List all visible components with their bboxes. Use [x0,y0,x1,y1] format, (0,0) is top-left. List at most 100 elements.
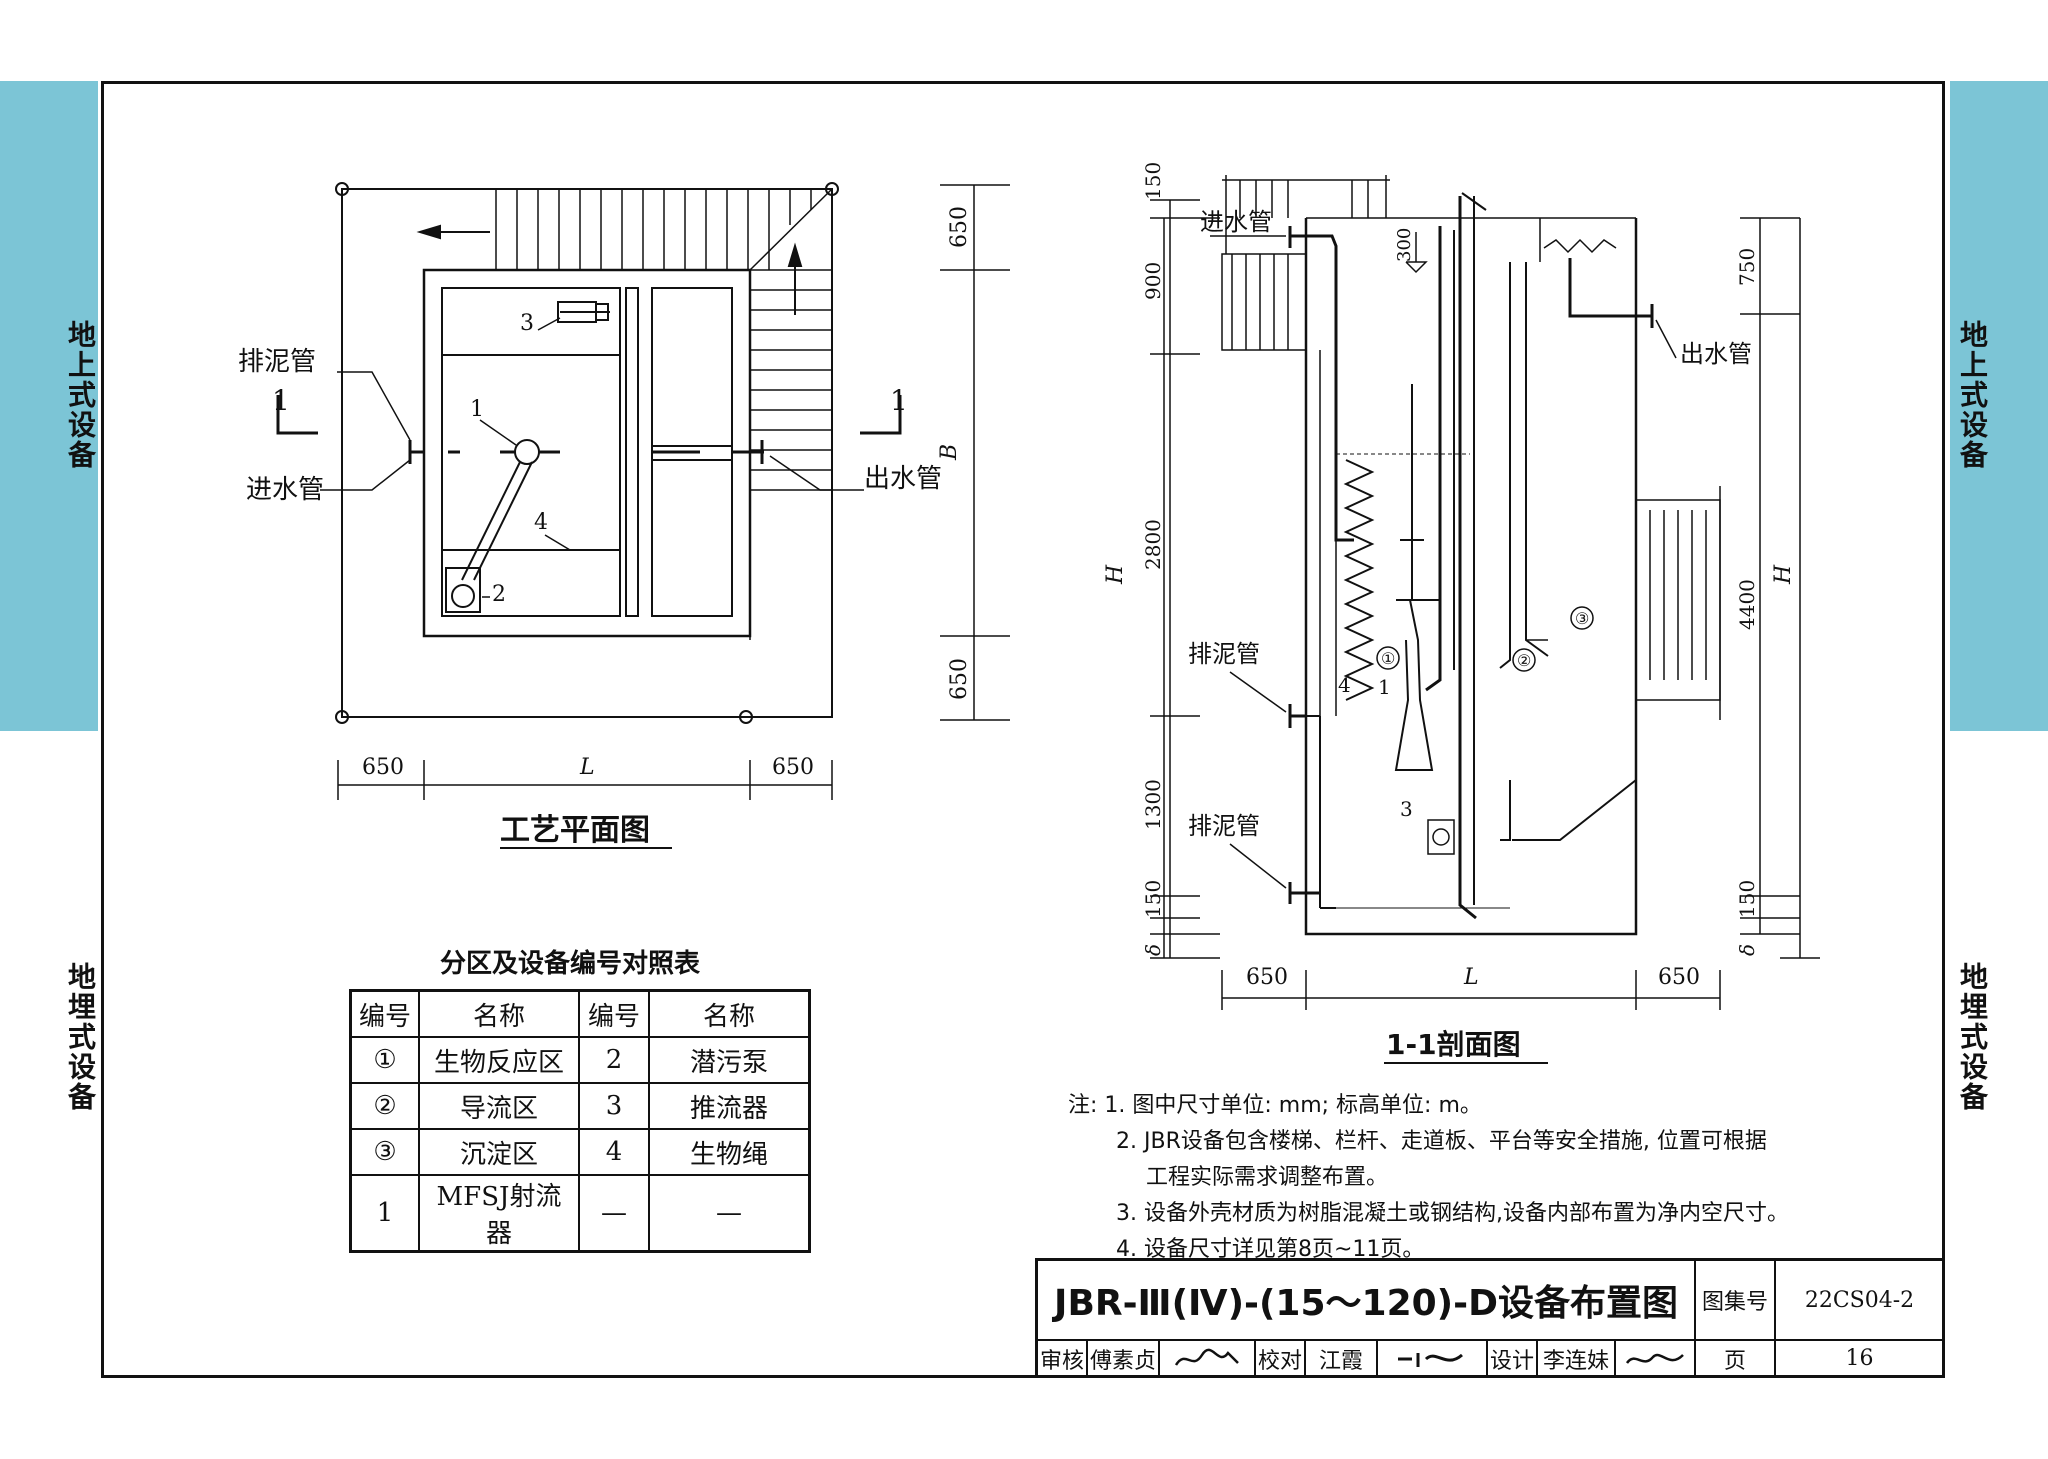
section-sludge-pipe-label-2: 排泥管 [1188,812,1260,840]
signature-image [1398,1352,1463,1367]
section-dim-l: L [1463,965,1479,990]
page-label: 页 [1696,1341,1776,1378]
note-line: 注: 1. 图中尺寸单位: mm; 标高单位: m。 [1068,1093,1482,1118]
plan-dims-right [940,184,1010,721]
section-delta-right: δ [1735,944,1759,956]
section-dim-left-150: 150 [1141,162,1165,200]
section-outlet-pipe [1568,258,1652,318]
stair-arrow-top [416,224,490,240]
table-cell: 生物绳 [648,1128,811,1176]
ref-header-no-2: 编号 [578,989,650,1038]
page-number: 16 [1776,1341,1945,1378]
check-label: 校对 [1256,1341,1306,1378]
reaction-zone [441,287,621,617]
guide-channel [625,287,639,617]
section-dim-300: 300 [1394,228,1415,262]
stair-top [495,188,833,271]
section-dim-left-1300: 1300 [1141,779,1165,830]
table-row: ① 生物反应区 2 潜污泵 [349,1036,811,1084]
table-cell: 2 [578,1036,650,1084]
plan-view [276,182,1010,849]
signature-image [1174,1348,1239,1366]
reviewer-signature [1160,1341,1256,1378]
table-cell: 3 [578,1082,650,1130]
note-line: 3. 设备外壳材质为树脂混凝土或钢结构,设备内部布置为净内空尺寸。 [1116,1201,1789,1226]
ref-table-title: 分区及设备编号对照表 [440,948,701,979]
bio-rope [1343,459,1375,701]
pusher-device [557,301,610,323]
plan-sludge-pipe-label: 排泥管 [238,347,316,377]
section-zone-2: ② [1517,651,1531,670]
plan-callout-1: 1 [470,397,484,422]
section-delta-left: δ [1141,944,1165,956]
right-tab-upper [1950,81,2048,731]
table-row: 1 MFSJ射流器 — — [349,1174,811,1253]
signature-image [1625,1353,1684,1364]
left-platform [1221,175,1390,351]
section-view [1150,175,1820,1064]
left-tab-upper-label: 地上式设备 [64,320,97,470]
note-line: 4. 设备尺寸详见第8页~11页。 [1116,1237,1425,1262]
pump-box [445,567,481,613]
railing-post [739,710,753,724]
section-dim-right-4400: 4400 [1735,579,1759,630]
section-zone-3: ③ [1575,609,1589,628]
designer-signature [1616,1341,1696,1378]
table-row: ② 导流区 3 推流器 [349,1082,811,1130]
table-cell: — [648,1174,811,1253]
designer-name: 李连妹 [1538,1341,1616,1378]
section-dim-left-2800: 2800 [1141,519,1165,570]
right-tab-lower-label: 地埋式设备 [1956,962,1989,1112]
table-cell: 潜污泵 [648,1036,811,1084]
section-dims-bottom [1221,970,1721,1010]
pump-circle [451,584,475,608]
atlas-label: 图集号 [1696,1261,1776,1341]
table-cell: 4 [578,1128,650,1176]
section-dim-bottom-left: 650 [1246,965,1288,990]
notes: 注: 1. 图中尺寸单位: mm; 标高单位: m。 2. JBR设备包含楼梯、… [1068,1088,1789,1268]
section-sludge-pipe-label-1: 排泥管 [1188,640,1260,668]
section-inlet-pipe-label: 进水管 [1200,208,1272,236]
jet-device [514,439,540,465]
table-cell: MFSJ射流器 [418,1174,580,1253]
plan-callout-2: 2 [492,582,506,607]
table-cell: — [578,1174,650,1253]
table-cell: ③ [349,1128,420,1176]
section-pusher [1427,819,1455,855]
left-tab-lower-label: 地埋式设备 [64,962,97,1112]
section-dims-left [1150,199,1220,959]
plan-section-mark-right: 1 [890,384,908,417]
table-cell: ① [349,1036,420,1084]
plan-callout-3: 3 [520,311,534,336]
plan-dim-bottom-left: 650 [362,755,404,780]
table-row: ③ 沉淀区 4 生物绳 [349,1128,811,1176]
drawing-frame [101,81,1945,1378]
table-cell: 1 [349,1174,420,1253]
plan-dims-bottom [337,760,833,800]
atlas-number: 22CS04-2 [1776,1261,1945,1341]
stair-arrow-right [787,242,803,315]
plan-dim-right-bottom: 650 [947,658,972,700]
section-dim-bottom-right: 650 [1658,965,1700,990]
table-cell: 导流区 [418,1082,580,1130]
drawing-title: JBR-Ⅲ(Ⅳ)-(15～120)-D设备布置图 [1038,1261,1696,1341]
plan-outlet-pipe-label: 出水管 [864,464,942,494]
section-h-right: H [1771,564,1796,585]
section-dim-right-150: 150 [1735,880,1759,918]
reviewer-name: 傅素贞 [1088,1341,1160,1378]
plan-dim-b: B [937,444,962,461]
section-outlet-pipe-label: 出水管 [1680,340,1752,368]
checker-signature [1378,1341,1488,1378]
note-line: 工程实际需求调整布置。 [1146,1165,1389,1190]
plan-dim-right-top: 650 [947,206,972,248]
note-line: 2. JBR设备包含楼梯、栏杆、走道板、平台等安全措施, 位置可根据 [1116,1129,1767,1154]
ref-header-name-2: 名称 [648,989,811,1038]
plan-dim-l: L [579,755,595,780]
right-platform [1635,486,1721,720]
section-dim-left-900: 900 [1141,262,1165,300]
section-inlet-pipe [1290,234,1354,542]
section-dim-right-750: 750 [1735,248,1759,286]
ref-header-no: 编号 [349,989,420,1038]
table-cell: 推流器 [648,1082,811,1130]
section-h-left: H [1103,564,1128,585]
